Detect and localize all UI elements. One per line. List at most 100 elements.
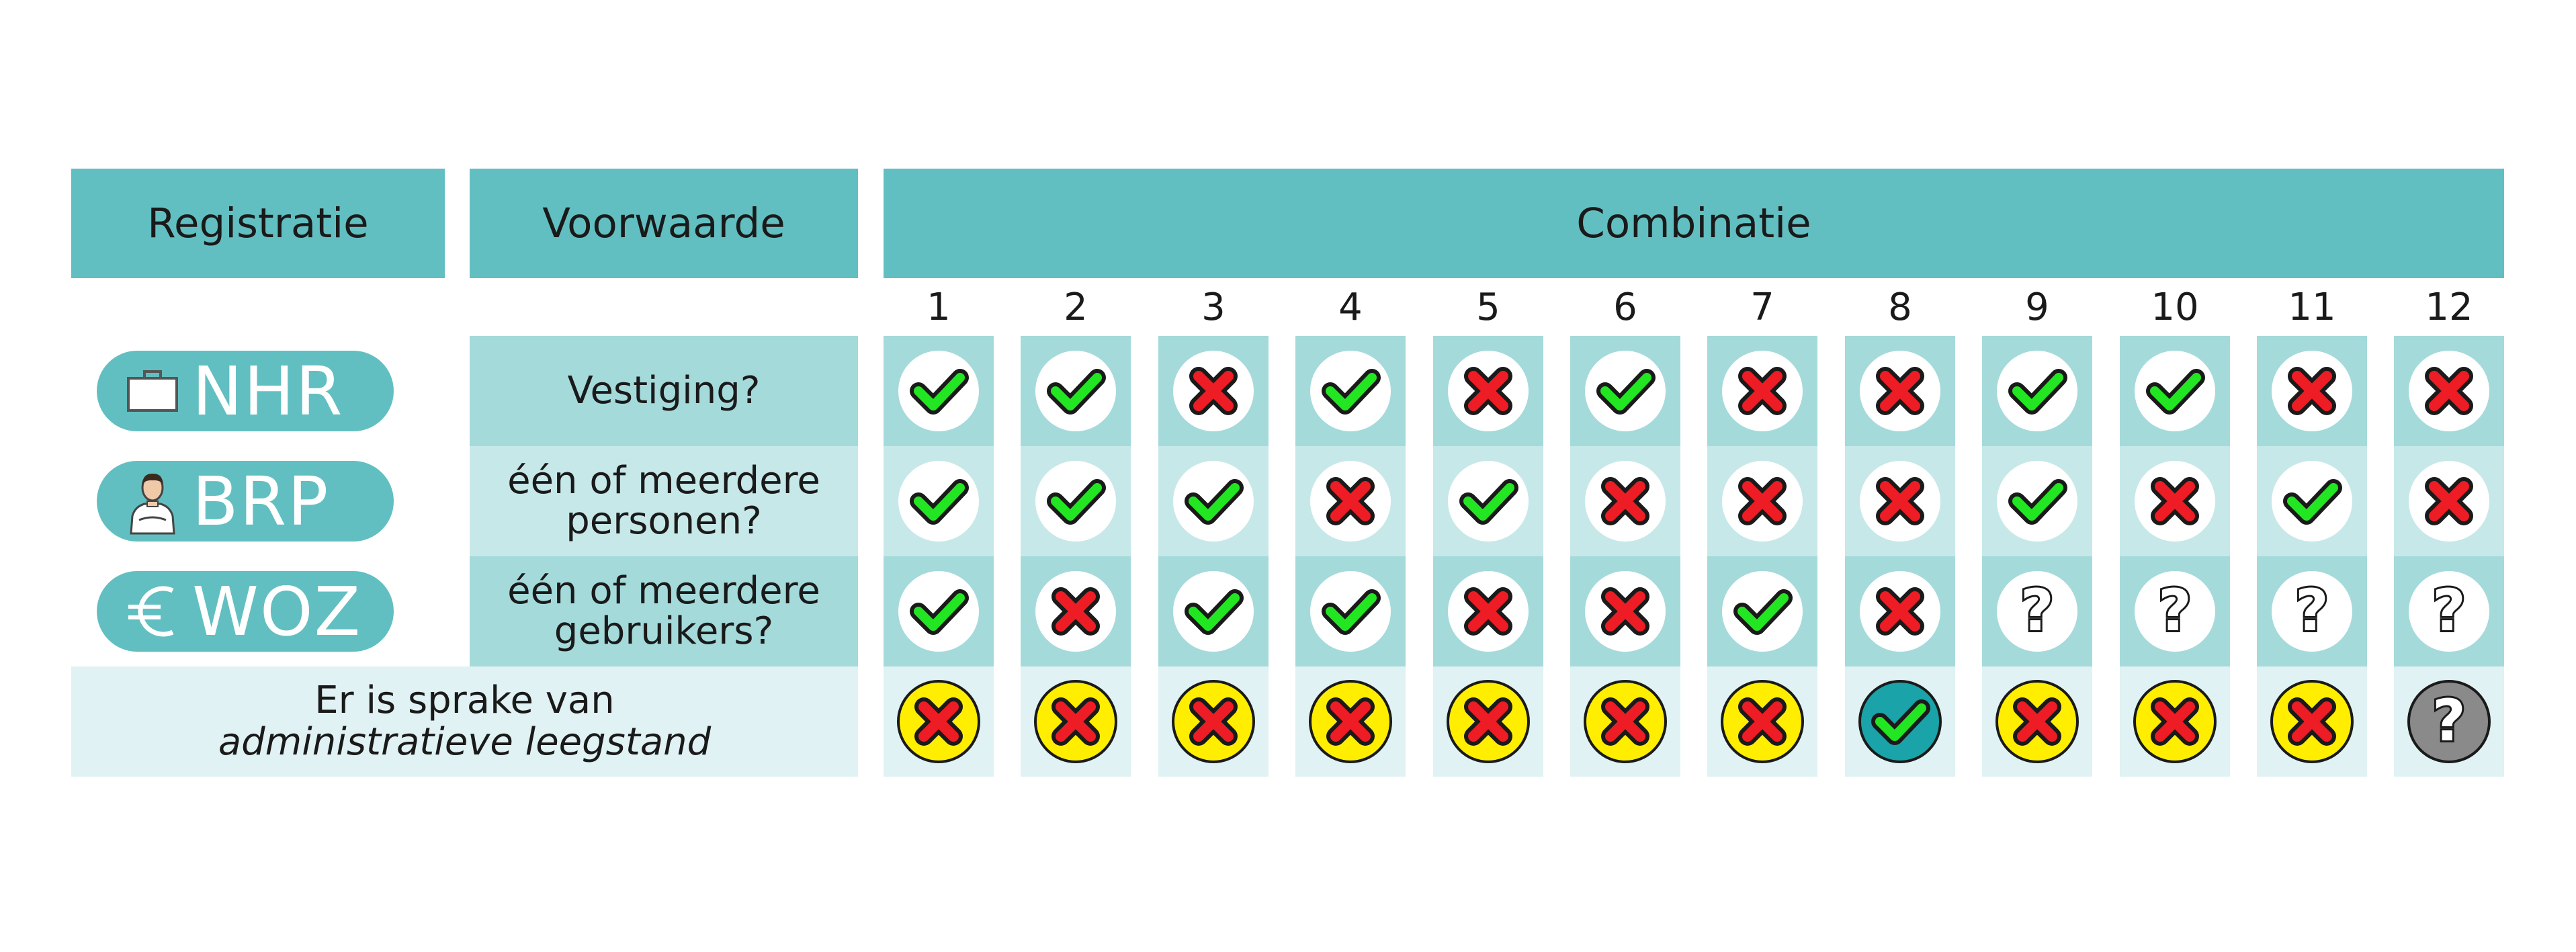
check-icon (1307, 568, 1393, 654)
cross-icon (1582, 458, 1668, 544)
cross-icon (1994, 679, 2080, 765)
cross-icon (1033, 568, 1119, 654)
check-icon (1994, 348, 2080, 434)
cross-icon (1445, 679, 1531, 765)
nhr-cell-5 (1433, 336, 1543, 446)
cross-icon (1307, 458, 1393, 544)
cross-icon (2406, 458, 2492, 544)
check-icon (896, 568, 982, 654)
woz-cell-8 (1845, 556, 1955, 666)
condition-line: één of meerdere (507, 459, 820, 503)
nhr-cell-10 (2120, 336, 2230, 446)
svg-text:?: ? (2020, 577, 2054, 644)
woz-cell-10: ? (2120, 556, 2230, 666)
result-cell-12: ? (2394, 666, 2504, 777)
brp-cell-9 (1982, 446, 2092, 556)
nhr-cell-3 (1158, 336, 1269, 446)
result-cell-2 (1021, 666, 1131, 777)
condition-vestiging: Vestiging? (470, 336, 858, 446)
column-number: 7 (1750, 285, 1774, 329)
person-icon (122, 471, 183, 535)
result-line-italic: administratieve leegstand (218, 720, 712, 764)
column-number: 2 (1064, 285, 1088, 329)
nhr-cell-11 (2257, 336, 2367, 446)
woz-cell-6 (1570, 556, 1680, 666)
cross-icon (1582, 679, 1668, 765)
result-cell-3 (1158, 666, 1269, 777)
column-number: 5 (1476, 285, 1500, 329)
check-icon (1033, 348, 1119, 434)
result-label: Er is sprake van administratieve leegsta… (71, 666, 858, 777)
check-icon (1170, 458, 1256, 544)
result-cell-9 (1982, 666, 2092, 777)
woz-cell-7 (1707, 556, 1817, 666)
check-icon (1033, 458, 1119, 544)
header-voorwaarde-label: Voorwaarde (542, 200, 785, 247)
svg-text:?: ? (2432, 577, 2466, 644)
cross-icon (2406, 348, 2492, 434)
question-icon: ? (2406, 679, 2492, 765)
cross-icon (1857, 458, 1943, 544)
column-number: 10 (2151, 285, 2199, 329)
brp-cell-10 (2120, 446, 2230, 556)
cross-icon (1170, 679, 1256, 765)
column-number: 4 (1338, 285, 1363, 329)
question-icon: ? (2132, 568, 2218, 654)
condition-line: gebruikers? (554, 609, 774, 653)
column-number: 11 (2288, 285, 2336, 329)
woz-cell-9: ? (1982, 556, 2092, 666)
nhr-cell-1 (884, 336, 994, 446)
woz-cell-3 (1158, 556, 1269, 666)
cross-icon (2132, 679, 2218, 765)
woz-cell-2 (1021, 556, 1131, 666)
check-icon (1170, 568, 1256, 654)
check-icon (2269, 458, 2355, 544)
column-number: 9 (2025, 285, 2049, 329)
nhr-cell-4 (1295, 336, 1406, 446)
column-number: 8 (1888, 285, 1912, 329)
nhr-cell-9 (1982, 336, 2092, 446)
svg-text:?: ? (2158, 577, 2192, 644)
result-line: Er is sprake van (314, 679, 615, 722)
header-registratie: Registratie (71, 169, 445, 278)
check-icon (896, 458, 982, 544)
question-icon: ? (2406, 568, 2492, 654)
nhr-cell-12 (2394, 336, 2504, 446)
woz-cell-4 (1295, 556, 1406, 666)
condition-line: één of meerdere (507, 569, 820, 613)
result-cell-11 (2257, 666, 2367, 777)
cross-icon (1719, 679, 1805, 765)
svg-text:?: ? (2432, 687, 2466, 754)
brp-cell-2 (1021, 446, 1131, 556)
check-icon (1719, 568, 1805, 654)
condition-gebruikers: één of meerdere gebruikers? (470, 556, 858, 666)
brp-cell-12 (2394, 446, 2504, 556)
result-cell-4 (1295, 666, 1406, 777)
brp-cell-5 (1433, 446, 1543, 556)
check-icon (1582, 348, 1668, 434)
check-icon (1994, 458, 2080, 544)
cross-icon (2132, 458, 2218, 544)
nhr-cell-2 (1021, 336, 1131, 446)
check-icon (1307, 348, 1393, 434)
cross-icon (1719, 348, 1805, 434)
registration-label: BRP (192, 462, 330, 541)
header-combinatie: Combinatie (884, 169, 2504, 278)
check-icon (896, 348, 982, 434)
cross-icon (2269, 679, 2355, 765)
brp-cell-11 (2257, 446, 2367, 556)
check-icon (1857, 679, 1943, 765)
cross-icon (1857, 348, 1943, 434)
question-icon: ? (2269, 568, 2355, 654)
woz-cell-12: ? (2394, 556, 2504, 666)
nhr-cell-8 (1845, 336, 1955, 446)
cross-icon (1857, 568, 1943, 654)
woz-cell-11: ? (2257, 556, 2367, 666)
brp-cell-1 (884, 446, 994, 556)
column-number: 6 (1613, 285, 1637, 329)
result-cell-6 (1570, 666, 1680, 777)
cross-icon (1445, 348, 1531, 434)
check-icon (1445, 458, 1531, 544)
registration-label: WOZ (192, 572, 362, 651)
result-cell-5 (1433, 666, 1543, 777)
